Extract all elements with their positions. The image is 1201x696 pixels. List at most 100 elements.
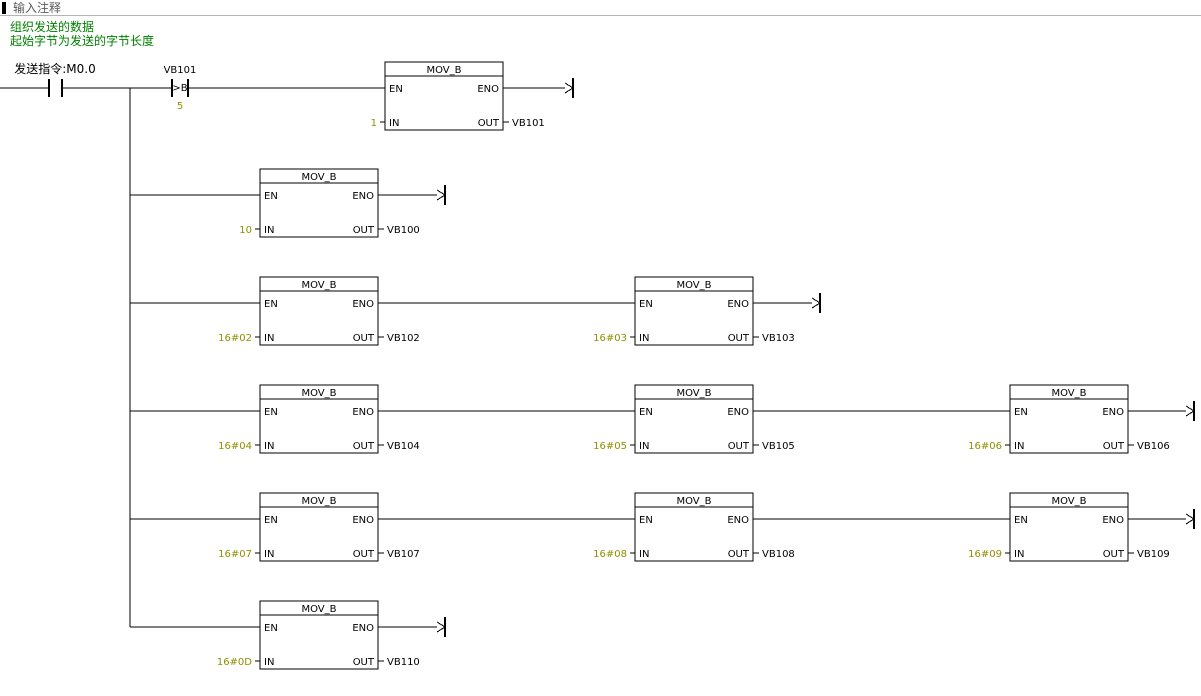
in-operand[interactable]: 16#03 [593, 333, 627, 344]
in-pin-label: IN [264, 225, 274, 236]
en-pin-label: EN [264, 407, 278, 418]
eno-pin-label: ENO [352, 299, 374, 310]
mov-b-block-0[interactable]: MOV_B EN ENO IN OUT 1 VB101 [371, 61, 545, 131]
in-operand[interactable]: 16#06 [968, 441, 1002, 452]
comment-marker-bar [2, 1, 6, 14]
en-pin-label: EN [389, 84, 403, 95]
out-operand[interactable]: VB108 [762, 549, 795, 560]
continuation-arrow [1174, 401, 1195, 421]
out-pin-label: OUT [1103, 441, 1125, 452]
in-operand[interactable]: 16#08 [593, 549, 627, 560]
out-operand[interactable]: VB103 [762, 333, 795, 344]
out-pin-label: OUT [1103, 549, 1125, 560]
out-operand[interactable]: VB109 [1137, 549, 1170, 560]
block-title: MOV_B [676, 496, 711, 507]
out-operand[interactable]: VB110 [387, 657, 420, 668]
block-title: MOV_B [1051, 388, 1086, 399]
block-title: MOV_B [301, 172, 336, 183]
in-operand[interactable]: 16#09 [968, 549, 1002, 560]
mov-b-block-10[interactable]: MOV_B EN ENO IN OUT 16#0D VB110 [217, 600, 420, 670]
out-operand[interactable]: VB106 [1137, 441, 1170, 452]
mov-b-block-7[interactable]: MOV_B EN ENO IN OUT 16#07 VB107 [218, 492, 420, 562]
eno-pin-label: ENO [727, 299, 749, 310]
in-operand[interactable]: 10 [239, 225, 252, 236]
mov-b-block-9[interactable]: MOV_B EN ENO IN OUT 16#09 VB109 [968, 492, 1170, 562]
eno-pin-label: ENO [727, 515, 749, 526]
in-pin-label: IN [1014, 549, 1024, 560]
out-operand[interactable]: VB100 [387, 225, 420, 236]
in-pin-label: IN [264, 657, 274, 668]
eno-pin-label: ENO [352, 191, 374, 202]
in-pin-label: IN [639, 549, 649, 560]
en-pin-label: EN [639, 515, 653, 526]
out-operand[interactable]: VB105 [762, 441, 795, 452]
out-pin-label: OUT [353, 549, 375, 560]
eno-pin-label: ENO [352, 623, 374, 634]
continuation-arrow [425, 617, 446, 637]
contact-operand[interactable]: 发送指令:M0.0 [14, 61, 95, 76]
mov-b-block-5[interactable]: MOV_B EN ENO IN OUT 16#05 VB105 [593, 384, 795, 454]
in-pin-label: IN [639, 441, 649, 452]
mov-b-block-2[interactable]: MOV_B EN ENO IN OUT 16#02 VB102 [218, 276, 420, 346]
en-pin-label: EN [1014, 407, 1028, 418]
network-comment-line2[interactable]: 起始字节为发送的字节长度 [10, 34, 155, 48]
out-operand[interactable]: VB104 [387, 441, 420, 452]
eno-pin-label: ENO [352, 407, 374, 418]
out-operand[interactable]: VB101 [512, 118, 545, 129]
mov-b-block-4[interactable]: MOV_B EN ENO IN OUT 16#04 VB104 [218, 384, 420, 454]
block-title: MOV_B [301, 604, 336, 615]
block-title: MOV_B [301, 496, 336, 507]
compare-operand2[interactable]: 5 [177, 101, 183, 112]
mov-b-block-6[interactable]: MOV_B EN ENO IN OUT 16#06 VB106 [968, 384, 1170, 454]
network-comment-line1[interactable]: 组织发送的数据 [10, 20, 95, 34]
network-comments[interactable]: 组织发送的数据 起始字节为发送的字节长度 [10, 20, 154, 48]
out-pin-label: OUT [353, 225, 375, 236]
out-operand[interactable]: VB107 [387, 549, 420, 560]
out-pin-label: OUT [728, 549, 750, 560]
comment-header-title: 输入注释 [13, 0, 62, 15]
out-pin-label: OUT [478, 118, 500, 129]
in-pin-label: IN [264, 333, 274, 344]
block-title: MOV_B [426, 65, 461, 76]
block-title: MOV_B [676, 388, 711, 399]
continuation-arrow [800, 293, 821, 313]
block-title: MOV_B [1051, 496, 1086, 507]
mov-b-block-3[interactable]: MOV_B EN ENO IN OUT 16#03 VB103 [593, 276, 795, 346]
continuation-arrow [553, 78, 574, 98]
in-pin-label: IN [264, 549, 274, 560]
in-operand[interactable]: 1 [371, 118, 377, 129]
out-pin-label: OUT [728, 441, 750, 452]
ladder-wires [0, 87, 1174, 628]
mov-b-block-8[interactable]: MOV_B EN ENO IN OUT 16#08 VB108 [593, 492, 795, 562]
in-operand[interactable]: 16#05 [593, 441, 627, 452]
out-pin-label: OUT [353, 657, 375, 668]
in-operand[interactable]: 16#04 [218, 441, 252, 452]
compare-byte-contact[interactable]: >B VB101 5 [164, 65, 197, 112]
out-operand[interactable]: VB102 [387, 333, 420, 344]
block-title: MOV_B [301, 388, 336, 399]
block-title: MOV_B [676, 280, 711, 291]
eno-pin-label: ENO [477, 84, 499, 95]
eno-pin-label: ENO [1102, 407, 1124, 418]
mov-b-block-1[interactable]: MOV_B EN ENO IN OUT 10 VB100 [239, 168, 420, 238]
en-pin-label: EN [264, 191, 278, 202]
in-pin-label: IN [1014, 441, 1024, 452]
comment-header: 输入注释 [0, 0, 1201, 16]
out-pin-label: OUT [353, 441, 375, 452]
no-contact-m00[interactable]: 发送指令:M0.0 [14, 61, 96, 97]
out-pin-label: OUT [353, 333, 375, 344]
in-operand[interactable]: 16#0D [217, 657, 252, 668]
en-pin-label: EN [1014, 515, 1028, 526]
compare-operand1[interactable]: VB101 [164, 65, 197, 76]
in-operand[interactable]: 16#07 [218, 549, 252, 560]
out-pin-label: OUT [728, 333, 750, 344]
in-pin-label: IN [389, 118, 399, 129]
en-pin-label: EN [639, 407, 653, 418]
en-pin-label: EN [264, 299, 278, 310]
eno-pin-label: ENO [1102, 515, 1124, 526]
continuation-arrow [425, 185, 446, 205]
eno-pin-label: ENO [727, 407, 749, 418]
in-operand[interactable]: 16#02 [218, 333, 252, 344]
